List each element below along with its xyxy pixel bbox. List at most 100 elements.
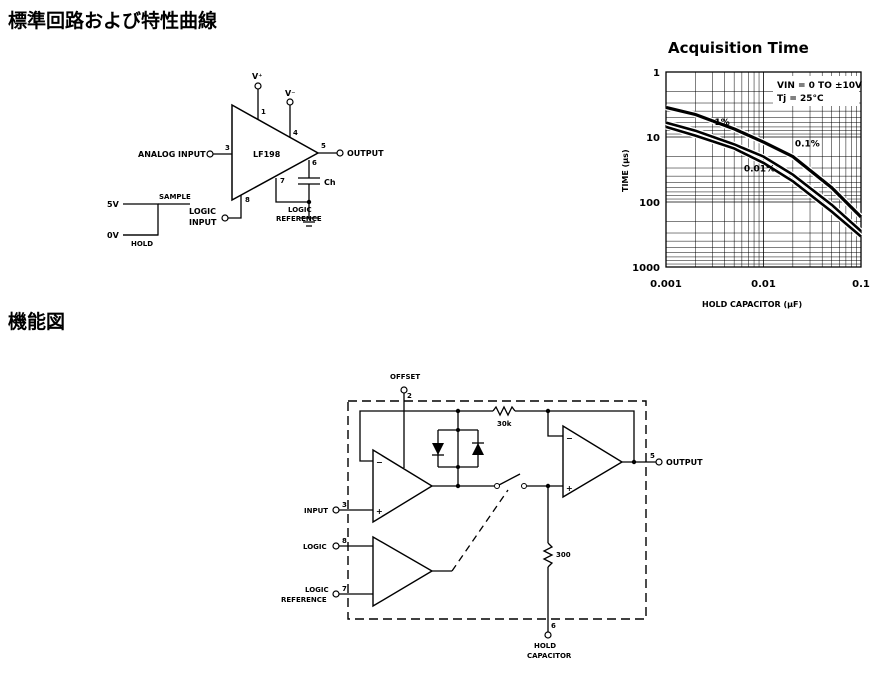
diode-down: [432, 443, 444, 455]
block-logic-label: LOGIC: [303, 543, 327, 551]
resistor-300-label: 300: [556, 551, 571, 559]
series-label: 0.1%: [795, 139, 820, 149]
block-logic-ref-label-2: REFERENCE: [281, 596, 327, 604]
series-line: [665, 105, 863, 219]
block-pin5-label: 5: [650, 452, 655, 460]
block-output-terminal: [655, 458, 663, 466]
switch-control-link: [451, 489, 509, 572]
analog-input-label: ANALOG INPUT: [138, 150, 206, 159]
chart-series-group: 1% 0.1% 0.01%: [665, 104, 864, 239]
block-logic-ref-label-1: LOGIC: [305, 586, 329, 594]
pin5-label: 5: [321, 142, 326, 150]
x-tick-label: 0.1: [852, 279, 870, 290]
amp-out-node: [455, 483, 461, 489]
resistor-300: [542, 542, 554, 568]
switch-contact-left: [494, 483, 500, 489]
heading-standard-circuit: 標準回路および特性曲線: [8, 10, 218, 32]
pin3-label: 3: [225, 144, 230, 152]
logic-input-label-1: LOGIC: [189, 207, 216, 216]
chart-ylabel: TIME (μs): [621, 149, 630, 192]
vminus-label: V⁻: [285, 89, 295, 98]
diode-up: [472, 443, 484, 455]
block-pin7-label: 7: [342, 585, 347, 593]
buffer-loop-wire: [548, 410, 635, 462]
resistor-to-buffer-wire: [515, 410, 563, 437]
vminus-terminal: [286, 98, 294, 106]
buffer-plus: +: [566, 484, 573, 493]
pin4-label: 4: [293, 129, 298, 137]
chart-xlabel: HOLD CAPACITOR (μF): [702, 300, 802, 309]
logic-input-terminal: [221, 214, 229, 222]
x-tick-label: 0.01: [751, 279, 776, 290]
resistor-30k: [492, 405, 516, 417]
input-amp-plus: +: [376, 507, 383, 516]
5v-label: 5V: [107, 200, 120, 209]
input-amp-minus: −: [376, 458, 383, 467]
logic-reference-label-1: LOGIC: [288, 206, 312, 214]
buffer-out-node: [631, 459, 637, 465]
condition-vin: VIN = 0 TO ±10V: [777, 81, 862, 91]
block-input-terminal: [332, 506, 340, 514]
chart-tick-group: 0.001 0.01 0.1 1 10 100 1000: [632, 68, 870, 290]
diode-top-node: [456, 428, 460, 432]
chip-label: LF198: [253, 150, 281, 159]
series-label: 0.01%: [744, 165, 775, 175]
output-buffer: [562, 424, 624, 499]
logic-amplifier: [372, 535, 434, 608]
hold-cap-terminal: [544, 631, 552, 639]
logic-reference-label-2: REFERENCE: [276, 215, 322, 223]
hold-cap-label-2: CAPACITOR: [527, 652, 572, 660]
lf198-triangle: [231, 103, 320, 202]
chart-frame: [665, 71, 862, 268]
block-pin2-label: 2: [407, 392, 412, 400]
hold-label: HOLD: [131, 240, 153, 248]
logic-input-label-2: INPUT: [189, 218, 217, 227]
block-pin6-label: 6: [551, 622, 556, 630]
y-tick-label: 1000: [632, 263, 660, 274]
series-line: [665, 121, 862, 233]
block-logic-ref-terminal: [332, 590, 340, 598]
feedback-wire: [359, 410, 493, 462]
conditions-box: [773, 76, 859, 106]
vplus-terminal: [254, 82, 262, 90]
chart-title: Acquisition Time: [668, 39, 809, 57]
buffer-minus: −: [566, 434, 573, 443]
block-pin8-label: 8: [342, 537, 347, 545]
pin7-label: 7: [280, 177, 285, 185]
hold-cap-label-1: HOLD: [534, 642, 556, 650]
heading-block-diagram: 機能図: [8, 311, 66, 333]
switch-arm: [498, 473, 521, 486]
y-tick-label: 100: [639, 198, 660, 209]
input-amplifier: [372, 448, 434, 524]
block-output-label: OUTPUT: [666, 458, 703, 467]
offset-label: OFFSET: [390, 373, 420, 381]
y-tick-label: 10: [646, 133, 660, 144]
output-label: OUTPUT: [347, 149, 384, 158]
block-pin3-label: 3: [342, 501, 347, 509]
vplus-label: V⁺: [252, 72, 262, 81]
pin8-label: 8: [245, 196, 250, 204]
series-label: 1%: [715, 118, 730, 128]
series-line: [665, 125, 862, 238]
diode-bottom-node: [456, 465, 460, 469]
pin1-label: 1: [261, 108, 266, 116]
resistor-30k-label: 30k: [497, 420, 512, 428]
pin7-wire: [275, 178, 309, 203]
pin8-wire: [228, 195, 242, 219]
condition-tj: Tj = 25°C: [777, 94, 824, 104]
ch-label: Ch: [324, 178, 336, 187]
block-logic-terminal: [332, 542, 340, 550]
x-tick-label: 0.001: [650, 279, 682, 290]
y-tick-label: 1: [653, 68, 660, 79]
analog-input-terminal: [206, 150, 214, 158]
sample-label: SAMPLE: [159, 193, 191, 201]
block-input-label: INPUT: [304, 507, 328, 515]
package-outline: [347, 400, 647, 620]
switch-contact-right: [521, 483, 527, 489]
0v-label: 0V: [107, 231, 120, 240]
output-terminal: [336, 149, 344, 157]
pin6-label: 6: [312, 159, 317, 167]
